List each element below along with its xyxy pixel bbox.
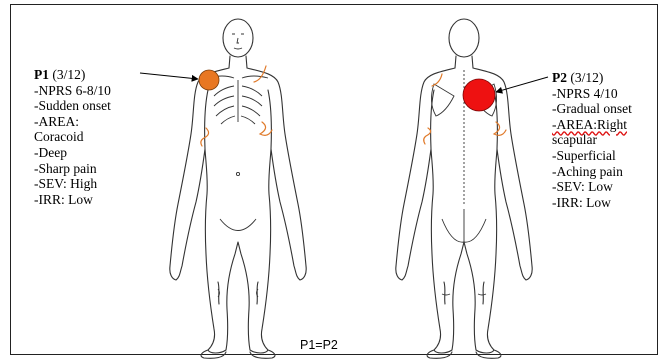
p2-line: -NPRS 4/10 <box>552 86 632 102</box>
p1-line: -Deep <box>34 145 111 161</box>
p1-line: -Sharp pain <box>34 161 111 177</box>
p2-line: -Gradual onset <box>552 101 632 117</box>
p2-arrow <box>496 77 548 92</box>
p1-line: -IRR: Low <box>34 192 111 208</box>
back-mark-left-back <box>424 128 431 144</box>
p1-label: P1 <box>34 67 49 82</box>
back-mark-right-back <box>494 122 506 135</box>
p1-duration: (3/12) <box>52 67 85 82</box>
p2-line: -IRR: Low <box>552 195 632 211</box>
p1-line: -Sudden onset <box>34 98 111 114</box>
p1-arrow <box>140 73 198 79</box>
p1-annotation: P1 (3/12) -NPRS 6-8/10 -Sudden onset -AR… <box>34 67 111 207</box>
p2-annotation: P2 (3/12) -NPRS 4/10 -Gradual onset -ARE… <box>552 70 632 210</box>
p2-label: P2 <box>552 70 567 85</box>
p2-pain-marker <box>463 79 495 111</box>
p2-line: -Aching pain <box>552 164 632 180</box>
p2-line: scapular <box>552 132 632 148</box>
p2-duration: (3/12) <box>570 70 603 85</box>
referral-marks <box>201 66 506 146</box>
p2-line: -SEV: Low <box>552 179 632 195</box>
p2-line: -AREA:Right <box>552 117 632 133</box>
p1-line: -NPRS 6-8/10 <box>34 83 111 99</box>
p2-line: -Superficial <box>552 148 632 164</box>
p1-pain-marker <box>199 70 219 90</box>
p1-line: Coracoid <box>34 129 111 145</box>
front-mark-right-chest <box>260 122 272 135</box>
back-body-chart <box>396 19 532 358</box>
front-mark-shoulder <box>254 66 266 82</box>
p1-line: -AREA: <box>34 114 111 130</box>
p1-line: -SEV: High <box>34 176 111 192</box>
relation-label: P1=P2 <box>300 338 338 352</box>
front-body-chart <box>170 19 306 358</box>
